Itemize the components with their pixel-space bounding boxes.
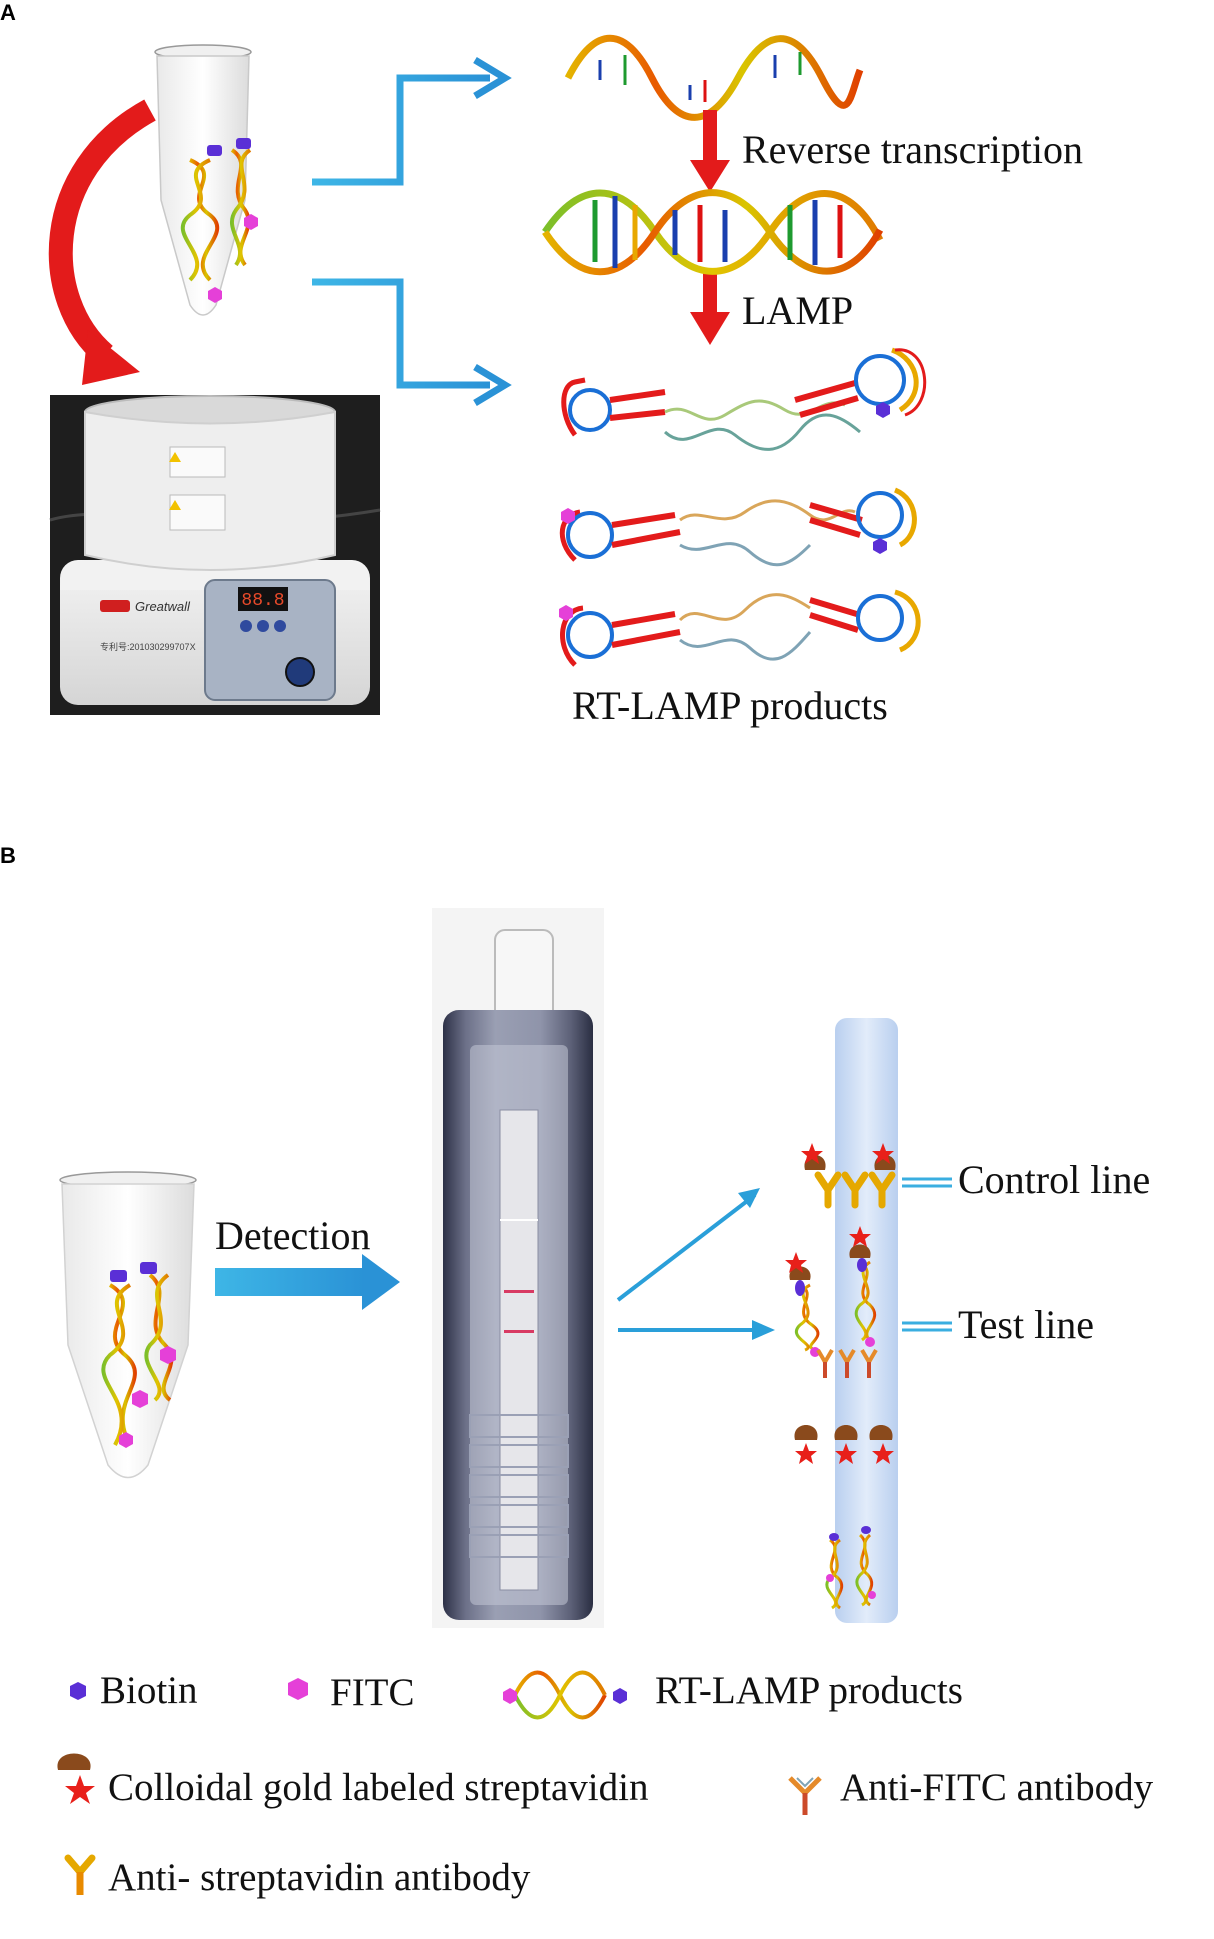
cdna-double-strand: [542, 189, 884, 276]
legend-rt-lamp-products-label: RT-LAMP products: [655, 1669, 963, 1712]
lamp-product-1: [561, 347, 927, 451]
test-strip-diagram: [785, 1018, 898, 1623]
conjugate-zone: [794, 1425, 894, 1464]
lamp-product-2: [559, 487, 917, 567]
test-band: [504, 1330, 534, 1333]
legend-anti-fitc-icon: [788, 1776, 822, 1815]
control-line-pointer: [902, 1177, 952, 1188]
test-zone: [785, 1226, 878, 1378]
control-zone: [801, 1143, 896, 1209]
arrow-to-test: [618, 1320, 775, 1340]
curved-red-arrow: [48, 99, 156, 385]
legend-gold-icon: [57, 1753, 95, 1804]
legend-anti-streptavidin-label: Anti- streptavidin antibody: [108, 1856, 531, 1899]
water-bath-photo: 88.8 Greatwall 专利号:201030299707X: [49, 395, 381, 715]
blue-arrow-to-rna: [312, 56, 512, 186]
biotin-marker: [207, 145, 222, 156]
red-arrow-lamp: [690, 270, 730, 345]
biotin-marker: [236, 138, 251, 149]
test-cartridge-photo: [432, 908, 604, 1628]
legend-fitc-icon: [288, 1678, 308, 1700]
legend-biotin-label: Biotin: [100, 1669, 198, 1712]
tube-a: [154, 44, 258, 316]
lamp-label: LAMP: [742, 288, 854, 333]
blue-arrow-to-products: [312, 278, 512, 407]
device-display: 88.8: [241, 591, 284, 611]
legend-gold-streptavidin-label: Colloidal gold labeled streptavidin: [108, 1766, 649, 1809]
sample-zone: [825, 1526, 876, 1610]
legend-anti-fitc-label: Anti-FITC antibody: [840, 1766, 1154, 1809]
rt-lamp-products-label: RT-LAMP products: [572, 683, 888, 728]
control-band: [504, 1290, 534, 1293]
reverse-transcription-label: Reverse transcription: [742, 127, 1083, 172]
rna-strand: [564, 34, 864, 121]
red-arrow-rt: [690, 110, 730, 192]
device-brand: Greatwall: [135, 599, 191, 614]
test-line-pointer: [902, 1321, 952, 1332]
test-line-label: Test line: [958, 1302, 1095, 1347]
panel-a-label: A: [0, 0, 16, 25]
arrow-to-control: [616, 1188, 760, 1302]
detection-label: Detection: [215, 1213, 371, 1258]
legend-fitc-label: FITC: [330, 1671, 415, 1714]
fitc-marker: [244, 214, 258, 230]
device-serial: 专利号:201030299707X: [100, 641, 196, 652]
panel-b-label: B: [0, 843, 16, 868]
legend-product-icon: [503, 1670, 627, 1720]
legend-biotin-icon: [70, 1682, 86, 1700]
control-line-label: Control line: [958, 1157, 1151, 1202]
fitc-marker: [208, 287, 222, 303]
legend-anti-streptavidin-icon: [64, 1854, 96, 1895]
tube-b: [59, 1171, 197, 1479]
lamp-product-3: [559, 589, 921, 667]
detection-arrow: [215, 1254, 400, 1310]
